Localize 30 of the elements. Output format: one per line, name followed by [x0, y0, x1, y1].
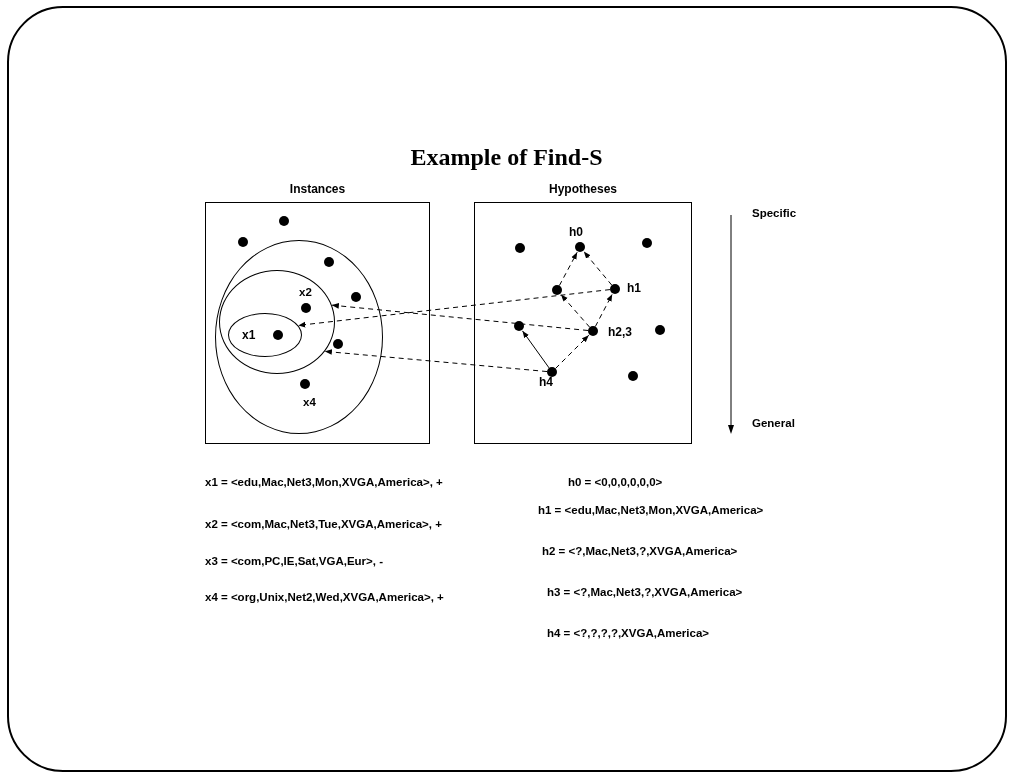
arrow — [594, 293, 613, 328]
panel-heading: Instances — [289, 183, 346, 195]
vector-definition: x4 = <org,Unix,Net2,Wed,XVGA,America>, + — [205, 592, 444, 604]
point-label: h0 — [569, 226, 583, 238]
vector-definition: x1 = <edu,Mac,Net3,Mon,XVGA,America>, + — [205, 477, 443, 489]
vector-definition: x3 = <com,PC,IE,Sat,VGA,Eur>, - — [205, 556, 383, 568]
arrow — [560, 294, 591, 328]
point-label: x2 — [299, 287, 312, 299]
arrow — [522, 330, 550, 369]
point-label: h1 — [627, 282, 641, 294]
arrow — [558, 251, 578, 287]
arrow — [324, 349, 548, 373]
vector-definition: h1 = <edu,Mac,Net3,Mon,XVGA,America> — [538, 505, 764, 517]
vector-definition: h2 = <?,Mac,Net3,?,XVGA,America> — [542, 546, 738, 558]
point-label: h4 — [539, 376, 553, 388]
slide-title: Example of Find-S — [410, 145, 603, 169]
vector-definition: h3 = <?,Mac,Net3,?,XVGA,America> — [547, 587, 743, 599]
arrow — [583, 251, 613, 286]
point-label: h2,3 — [608, 326, 632, 338]
axis-label: General — [752, 418, 795, 430]
panel-heading: Hypotheses — [549, 183, 617, 195]
axis-label: Specific — [752, 208, 797, 220]
point-label: x4 — [303, 397, 316, 409]
arrow — [331, 303, 589, 331]
vector-definition: x2 = <com,Mac,Net3,Tue,XVGA,America>, + — [205, 519, 442, 531]
vector-definition: h0 = <0,0,0,0,0,0> — [568, 477, 663, 489]
vector-definition: h4 = <?,?,?,?,XVGA,America> — [547, 628, 709, 640]
arrow — [297, 289, 611, 328]
arrow — [555, 334, 590, 369]
point-label: x1 — [242, 329, 256, 341]
